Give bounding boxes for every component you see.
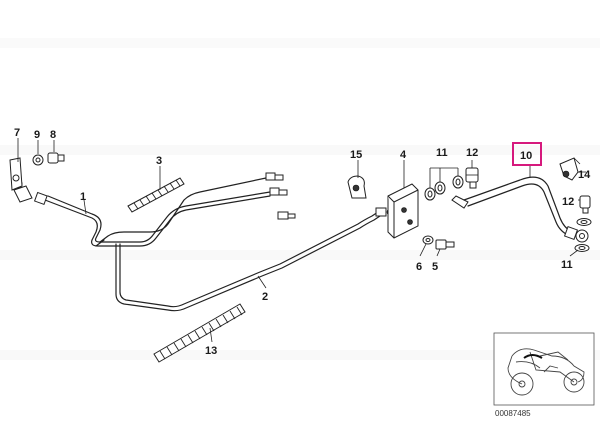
pipe-1-fitting-right-upper[interactable]: [265, 172, 284, 181]
label-part-10[interactable]: 10: [520, 150, 532, 162]
pipe-1-fitting-right-lower[interactable]: [269, 187, 288, 196]
sleeve-13[interactable]: [153, 303, 246, 363]
label-part-14: 14: [578, 169, 591, 181]
label-part-13: 13: [205, 345, 217, 357]
bracket-7[interactable]: [9, 157, 23, 191]
watermark-bands: [0, 38, 600, 360]
label-part-1: 1: [80, 191, 86, 203]
label-part-5: 5: [432, 261, 438, 273]
bolt-5[interactable]: [435, 239, 455, 250]
clamp-14[interactable]: [559, 157, 581, 181]
bracket-4[interactable]: [387, 183, 419, 239]
label-part-11-upper: 11: [436, 147, 448, 159]
pipe-1-fitting-mid[interactable]: [277, 211, 296, 220]
diagram-number: 00087485: [495, 409, 531, 418]
banjo-bolt-12-upper[interactable]: [465, 167, 479, 189]
pipe-1[interactable]: [44, 177, 271, 247]
label-part-7: 7: [14, 127, 20, 139]
sleeve-3[interactable]: [127, 177, 185, 213]
seal-ring-11-lower[interactable]: [574, 218, 592, 252]
washer-6[interactable]: [422, 235, 434, 245]
pipe-1-fitting-left[interactable]: [13, 179, 48, 206]
label-part-4: 4: [400, 149, 407, 161]
highlight-box-part-10: [512, 142, 542, 166]
motorcycle-thumbnail-icon: [507, 348, 585, 396]
hose-10[interactable]: [451, 176, 589, 243]
leader-lines: [17, 138, 586, 343]
label-part-15: 15: [350, 149, 362, 161]
label-part-8: 8: [50, 129, 56, 141]
label-part-11-lower: 11: [561, 259, 573, 271]
label-part-9: 9: [34, 129, 40, 141]
washer-9[interactable]: [32, 154, 44, 166]
thumbnail-inset: [493, 332, 595, 406]
label-part-6: 6: [416, 261, 422, 273]
bolt-8[interactable]: [47, 152, 65, 164]
label-part-12-upper: 12: [466, 147, 478, 159]
label-part-2: 2: [262, 291, 268, 303]
clip-15[interactable]: [347, 175, 367, 199]
label-part-3: 3: [156, 155, 162, 167]
label-part-12-lower: 12: [562, 196, 574, 208]
pipe-2[interactable]: [115, 211, 381, 312]
banjo-bolt-12-lower[interactable]: [579, 195, 591, 214]
